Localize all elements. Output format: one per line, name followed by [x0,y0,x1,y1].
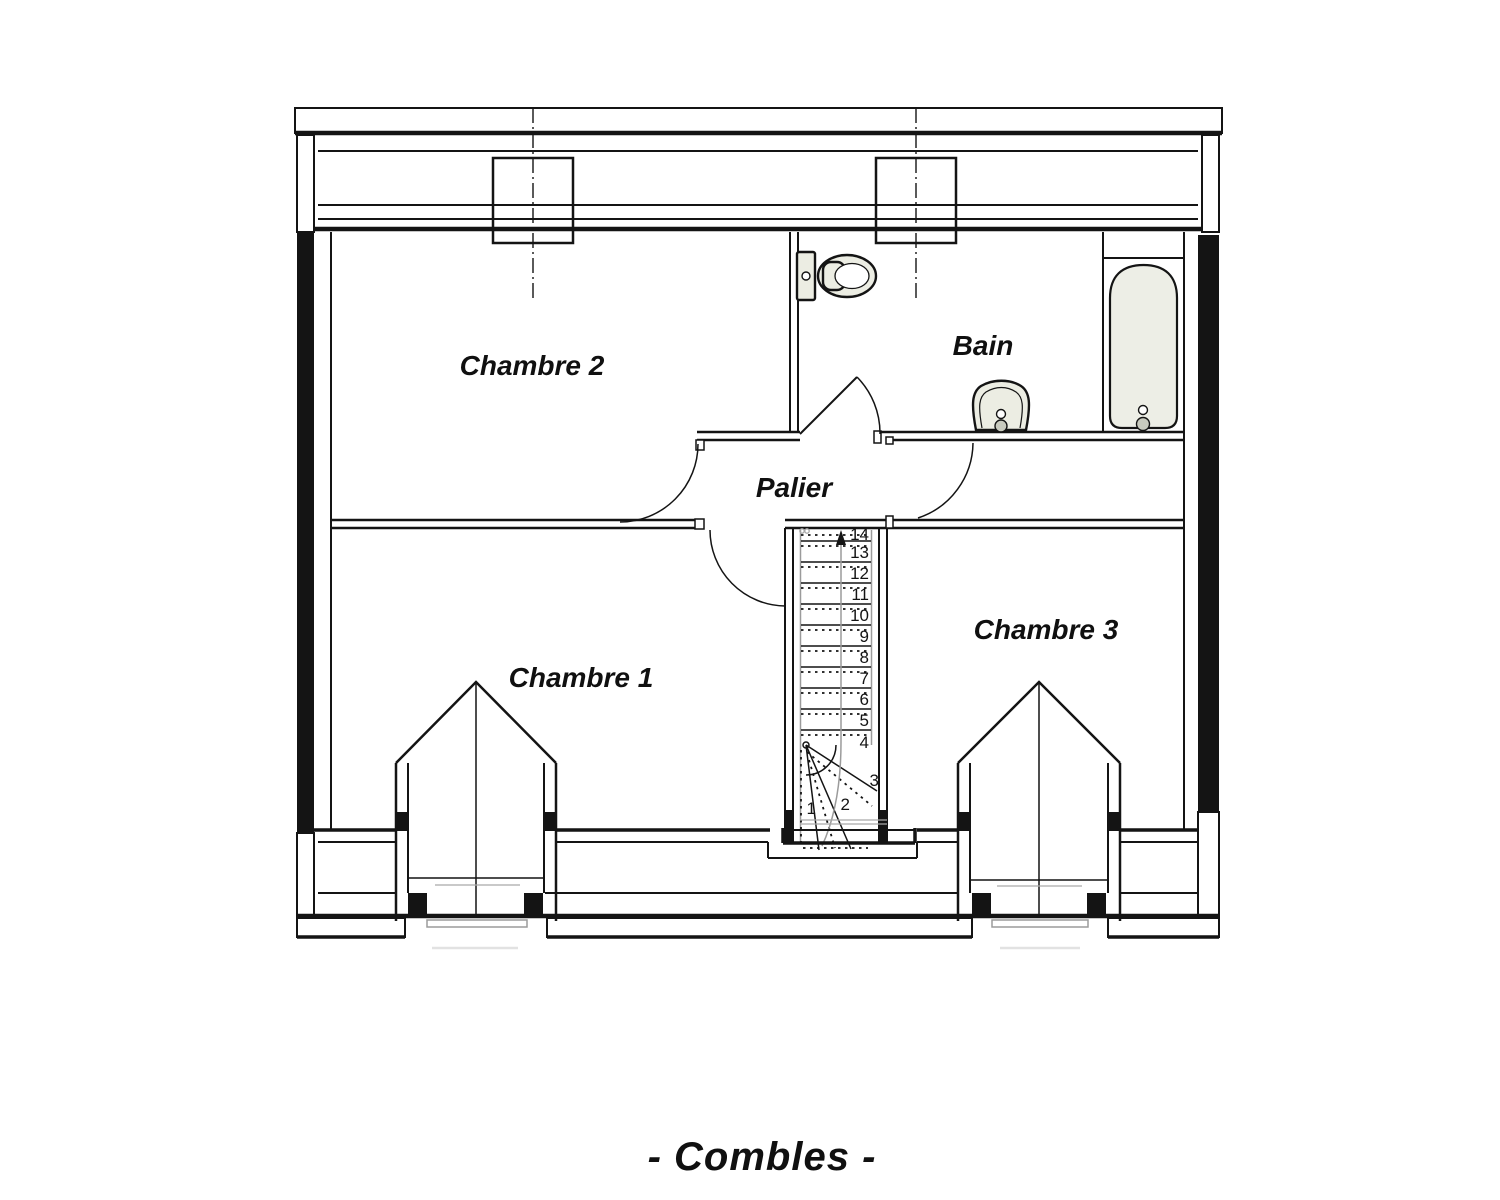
room-label-chambre-2: Chambre 2 [460,350,605,381]
stair-step-number: 2 [841,795,850,814]
door-chambre-3 [917,442,974,519]
room-label-palier: Palier [756,472,834,503]
door-chambre-2 [619,443,699,523]
stair-step-number: 10 [850,606,869,625]
room-label-chambre-1: Chambre 1 [509,662,654,693]
room-label-bain: Bain [953,330,1014,361]
walking-line [821,535,842,847]
stair-step-number: 12 [850,564,869,583]
stair-step-number: 8 [860,648,869,667]
right-wall [1183,232,1220,917]
stair-step-number: 4 [860,733,869,752]
stair-step-number: 1 [807,799,816,818]
door-bain [799,376,881,435]
stair-step-number: 9 [860,627,869,646]
partition-walls [331,232,1184,843]
dormer-left [394,680,558,950]
stair-step-number: 13 [850,543,869,562]
dormer-right-window-sill [991,919,1089,928]
page-title: - Combles - [648,1135,877,1179]
left-wall [296,232,332,917]
dormer-right [956,680,1122,950]
stair-step-number: 3 [870,771,879,790]
toilet-icon [795,250,878,302]
staircase: 14 13 12 11 10 9 8 7 6 5 4 3 2 1 [799,525,879,851]
door-chambre-1 [709,529,786,607]
stair-step-number: 7 [860,669,869,688]
stair-step-number: 11 [851,585,869,604]
top-wall [294,107,1223,300]
up-arrow-icon [836,530,846,545]
stair-step-number: 5 [860,711,869,730]
bottom-wall [296,819,1220,939]
bathtub-icon [1103,257,1184,432]
stair-step-number: 6 [860,690,869,709]
room-label-chambre-3: Chambre 3 [974,614,1119,645]
washbasin-icon [971,379,1031,433]
dormer-left-window-sill [426,919,528,928]
stair-step-number: 14 [850,525,869,544]
